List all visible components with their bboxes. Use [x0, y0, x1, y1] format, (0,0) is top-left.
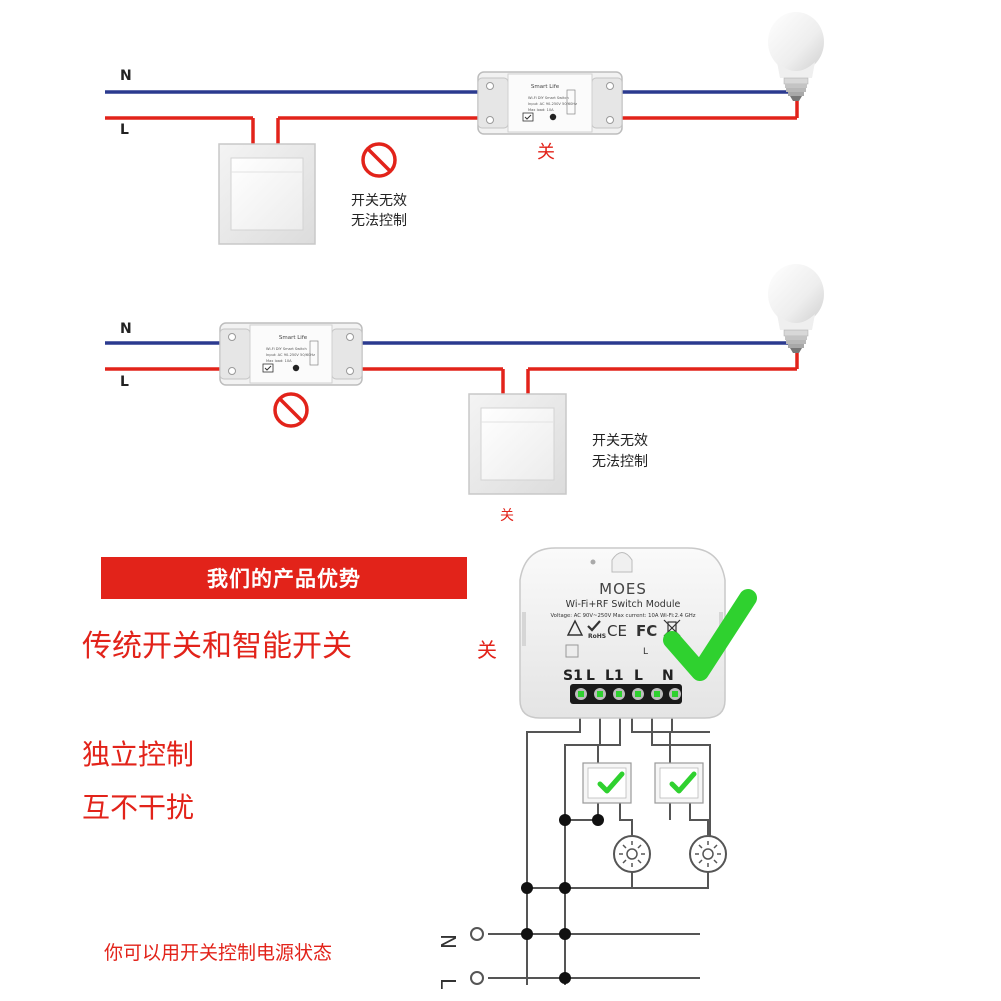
- l-label: L: [120, 122, 129, 138]
- live-terminal: [470, 971, 484, 985]
- off-label: 关: [477, 638, 497, 662]
- big-check-icon: [663, 589, 757, 681]
- module-spec-text: Input: AC 90-250V 50/60Hz: [266, 353, 315, 357]
- moes-brand: MOES: [599, 580, 647, 598]
- module-spec-text: Wi-Fi DIY Smart Switch: [266, 347, 307, 351]
- feature-line: 独立控制: [82, 738, 195, 771]
- prohibited-icon: [273, 392, 309, 428]
- terminal-label: L1: [605, 668, 624, 684]
- diagram-1: Smart Life Wi-Fi DIY Smart Switch Input:…: [105, 12, 824, 245]
- advantage-banner: 我们的产品优势: [101, 557, 467, 599]
- prohibited-icon: [361, 142, 397, 178]
- feature-line: 互不干扰: [82, 791, 195, 824]
- n-label: N: [436, 934, 460, 949]
- module-brand: Smart Life: [279, 335, 308, 341]
- module-spec-text: Wi-Fi DIY Smart Switch: [528, 96, 569, 100]
- lamp-symbol: [689, 835, 727, 873]
- smart-switch-module: Smart Life Wi-Fi DIY Smart Switch Input:…: [219, 322, 363, 386]
- mini-switch: [582, 762, 632, 804]
- terminal-label: N: [662, 668, 674, 684]
- smart-switch-module: Smart Life Wi-Fi DIY Smart Switch Input:…: [477, 71, 623, 135]
- module-brand: Smart Life: [531, 84, 560, 90]
- note-line: 开关无效: [592, 433, 648, 449]
- module-spec-text: Max load: 10A: [528, 108, 554, 112]
- moes-specs: Voltage: AC 90V~250V Max current: 10A Wi…: [550, 613, 695, 619]
- rohs-mark: RoHS: [588, 633, 606, 640]
- mini-switch: [654, 762, 704, 804]
- rohs-check-icon: [587, 620, 601, 632]
- warning-icon: [566, 619, 584, 636]
- fcc-mark: FC: [636, 622, 657, 640]
- terminal-label: S1: [563, 668, 583, 684]
- wall-switch: [468, 393, 567, 495]
- note-line: 无法控制: [592, 454, 648, 470]
- light-bulb: [768, 264, 824, 353]
- mini-l-label: L: [643, 647, 648, 657]
- off-label: 关: [537, 142, 555, 163]
- off-label: 关: [500, 508, 514, 524]
- terminal-indicators: [578, 691, 678, 697]
- ce-mark: CE: [607, 622, 627, 640]
- moes-switch-module: MOES Wi-Fi+RF Switch Module Voltage: AC …: [519, 547, 726, 719]
- lamp-symbol: [613, 835, 651, 873]
- schematic-wires: [488, 700, 711, 985]
- headline: 传统开关和智能开关: [82, 629, 352, 664]
- wall-switch: [218, 143, 316, 245]
- moes-wiring-diagram: N L: [436, 547, 757, 990]
- terminal-label: L: [634, 668, 643, 684]
- neutral-terminal: [470, 927, 484, 941]
- diagram-2: Smart Life Wi-Fi DIY Smart Switch Input:…: [105, 264, 824, 524]
- l-label: L: [436, 978, 460, 990]
- check-icon: [597, 771, 625, 794]
- check-icon: [669, 771, 697, 794]
- module-spec-text: Input: AC 90-250V 50/60Hz: [528, 102, 577, 106]
- n-label: N: [120, 321, 132, 337]
- n-label: N: [120, 68, 132, 84]
- junction-dots: [521, 814, 604, 984]
- terminal-label: L: [586, 668, 595, 684]
- moes-model: Wi-Fi+RF Switch Module: [566, 599, 681, 610]
- note-line: 无法控制: [351, 213, 407, 229]
- note-line: 开关无效: [351, 193, 407, 209]
- bottom-note: 你可以用开关控制电源状态: [104, 942, 333, 964]
- module-spec-text: Max load: 10A: [266, 359, 292, 363]
- light-bulb: [768, 12, 824, 101]
- l-label: L: [120, 374, 129, 390]
